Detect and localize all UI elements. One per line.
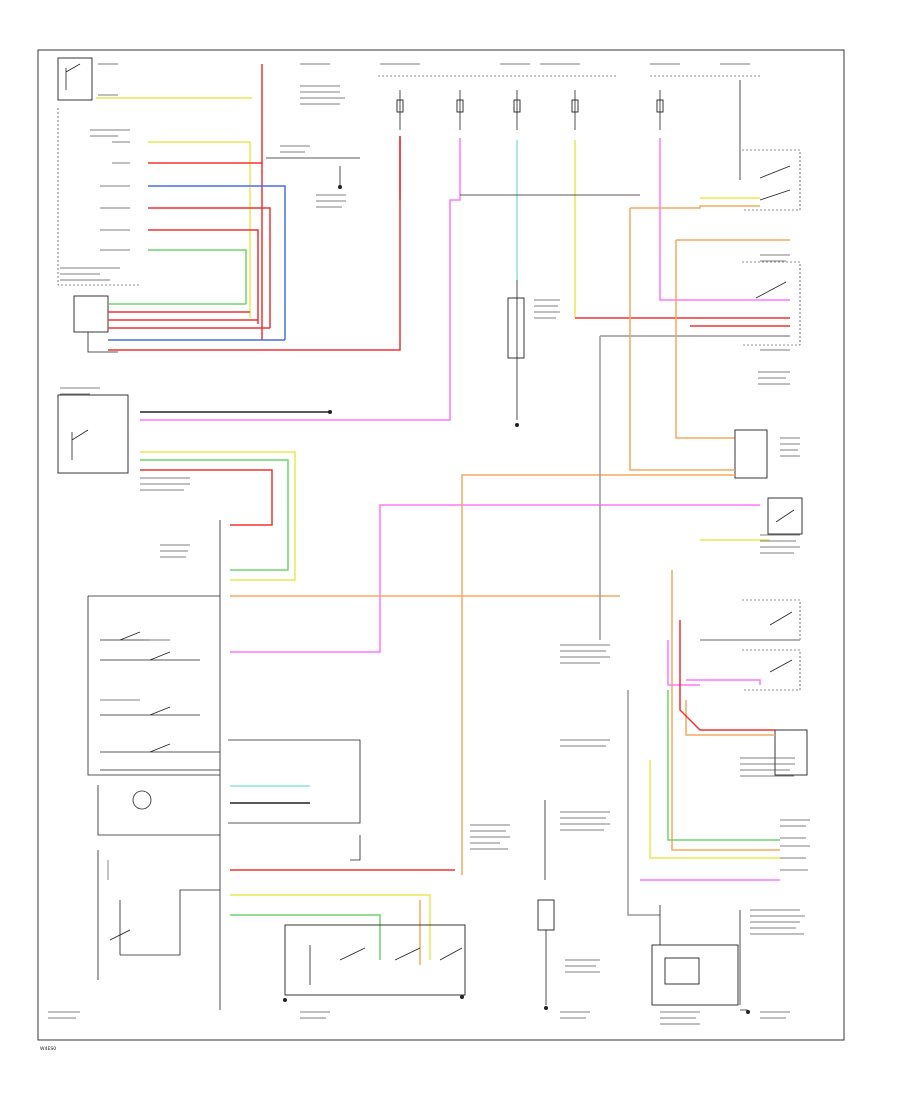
- wire-orange-lower-right-1: [671, 570, 780, 851]
- top-left-switch-box: [57, 57, 93, 101]
- wire-green-lower: [230, 914, 381, 960]
- wire-green-lower-right: [667, 690, 780, 841]
- switch-row-2: [100, 651, 200, 661]
- wire-red-g: [108, 136, 401, 351]
- wire-orange-right-vertical: [675, 240, 735, 439]
- fuse-2: [456, 90, 464, 130]
- right-relay-lower: [774, 729, 808, 776]
- left-block-lead: [87, 332, 118, 353]
- fuse-1: [396, 90, 404, 130]
- ign-splice: [328, 410, 332, 414]
- ignition-switch: [71, 429, 89, 460]
- right-switch-4: [769, 659, 793, 673]
- wire-red-b: [148, 207, 271, 328]
- wire-pink-lower-right-2: [667, 640, 700, 686]
- gray-frame-vertical: [599, 336, 660, 916]
- ignition-module-box: [57, 394, 129, 474]
- bottom-right-ground: [746, 1010, 750, 1014]
- right-switch-4-box: [742, 649, 801, 691]
- wire-orange-long: [461, 474, 735, 875]
- sensor-lead: [266, 157, 360, 187]
- left-connector-block: [73, 295, 109, 333]
- switch-row-4: [100, 743, 220, 753]
- right-switch-mid-box: [742, 261, 801, 346]
- right-switch-3-box: [742, 599, 801, 641]
- right-relay-box: [734, 429, 768, 479]
- wire-yellow-a: [148, 141, 251, 318]
- wire-red-ign: [140, 469, 273, 526]
- cluster-frame: [97, 785, 220, 836]
- wire-red-lower-right: [679, 620, 775, 731]
- wire-pink-fuse5: [659, 138, 790, 301]
- switch-row-1: [100, 631, 150, 641]
- bottom-relay-box: [284, 924, 466, 996]
- wire-red-c: [148, 229, 259, 324]
- center-lower-ground: [544, 1006, 548, 1010]
- lower-module-frame: [228, 739, 361, 824]
- bottom-relay-switches: [309, 945, 463, 985]
- bottom-right-module: [651, 944, 739, 1006]
- fuse-3: [513, 90, 521, 130]
- right-switch-2: [775, 509, 795, 523]
- right-switch-top-b: [759, 189, 791, 201]
- fuse-4: [571, 90, 579, 130]
- right-switch-3: [769, 611, 793, 626]
- center-lower-box: [537, 899, 555, 931]
- center-ground: [515, 423, 519, 427]
- main-module-left-frame: [87, 595, 220, 776]
- footer-code: W4ES0: [40, 1046, 56, 1052]
- diagram-border: [37, 49, 845, 1041]
- bottom-right-inner: [664, 957, 700, 985]
- top-left-switch: [65, 63, 81, 90]
- bottom-ground-1: [283, 998, 287, 1002]
- fuse-5: [656, 90, 664, 130]
- right-switch-box-2: [767, 497, 803, 535]
- module-outline-dashed: [57, 108, 140, 286]
- wire-pink-fuse2: [140, 138, 461, 421]
- switch-row-3: [100, 706, 200, 716]
- bottom-ground-2: [460, 995, 464, 999]
- wire-pink-long: [230, 504, 760, 653]
- wire-green-ign: [140, 459, 289, 571]
- right-switch-mid: [755, 281, 787, 299]
- wire-orange-top-right: [630, 205, 760, 209]
- splice-lower: [350, 835, 361, 861]
- cluster-gauge: [132, 790, 152, 810]
- lower-left-switch-frame: [97, 850, 131, 980]
- wire-orange-lower-right-2: [685, 700, 775, 736]
- wire-green-a: [148, 249, 247, 304]
- wire-pink-lower-right: [686, 679, 761, 685]
- bottom-right-leads: [659, 905, 748, 1011]
- illegible-label-marks: [48, 63, 810, 1025]
- wire-yellow-lower-right-2: [649, 760, 780, 859]
- wire-yellow-ign: [140, 451, 296, 581]
- wire-blue-a: [148, 185, 286, 340]
- center-module-box: [507, 297, 525, 359]
- wire-yellow-lower: [230, 894, 431, 960]
- wire-orange-right-relay-2: [629, 208, 735, 471]
- lower-left-lead: [120, 889, 220, 956]
- right-switch-top-box: [742, 149, 801, 211]
- right-switch-top-a: [759, 165, 791, 179]
